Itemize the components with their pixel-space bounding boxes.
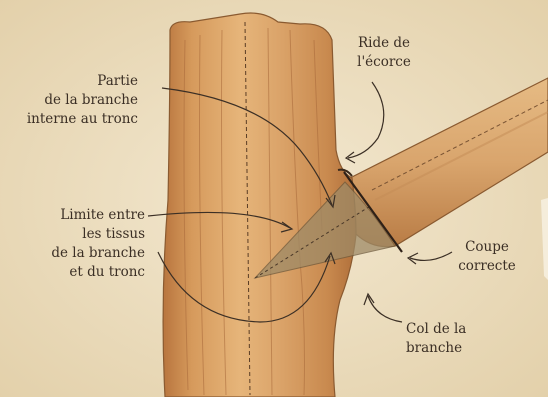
label-ride: Ride de l'écorce: [344, 34, 424, 72]
label-col: Col de la branche: [406, 320, 466, 358]
label-coupe: Coupe correcte: [442, 238, 532, 276]
label-limite: Limite entre les tissus de la branche et…: [51, 206, 145, 282]
label-partie: Partie de la branche interne au tronc: [27, 72, 138, 129]
